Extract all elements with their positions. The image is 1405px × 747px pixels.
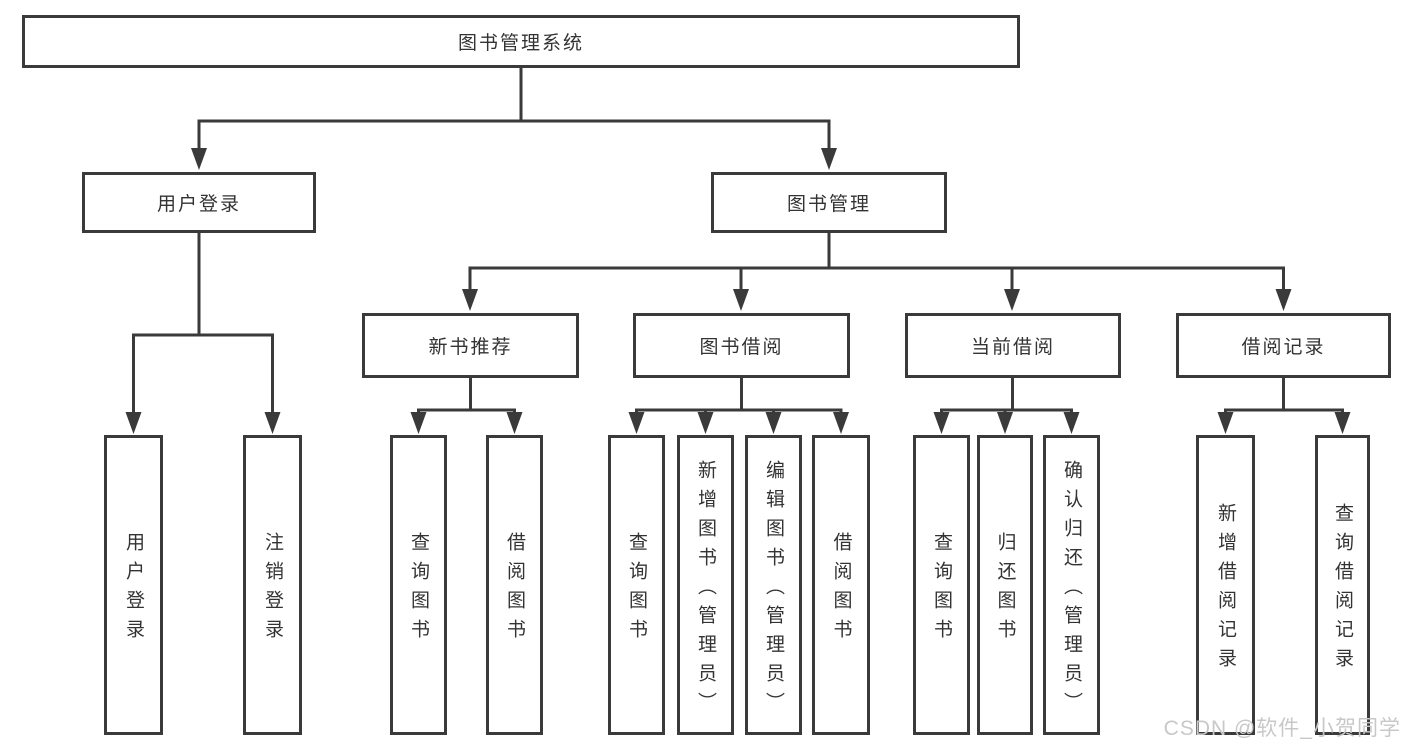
leaf-cb-query-books: 查询图书 bbox=[913, 435, 970, 735]
node-book-management: 图书管理 bbox=[711, 172, 947, 233]
node-current-borrow: 当前借阅 bbox=[905, 313, 1121, 378]
leaf-user-login: 用户登录 bbox=[104, 435, 163, 735]
leaf-bb-query-books-label: 查询图书 bbox=[626, 532, 647, 648]
leaf-nb-borrow-books-label: 借阅图书 bbox=[504, 532, 525, 648]
leaf-bb-borrow-books-label: 借阅图书 bbox=[830, 532, 852, 648]
leaf-cb-confirm-return-admin-label: 确认归还（管理员） bbox=[1061, 459, 1082, 721]
leaf-nb-query-books-label: 查询图书 bbox=[408, 532, 429, 648]
arrowheads bbox=[125, 148, 1351, 434]
node-new-book-recommend: 新书推荐 bbox=[362, 313, 579, 378]
leaf-cb-confirm-return-admin: 确认归还（管理员） bbox=[1043, 435, 1100, 735]
node-book-borrow: 图书借阅 bbox=[633, 313, 850, 378]
leaf-br-add-record: 新增借阅记录 bbox=[1196, 435, 1255, 735]
leaf-logout-label: 注销登录 bbox=[262, 532, 283, 648]
leaf-bb-edit-books-admin: 编辑图书（管理员） bbox=[745, 435, 802, 735]
leaf-br-query-record: 查询借阅记录 bbox=[1315, 435, 1370, 735]
leaf-bb-borrow-books: 借阅图书 bbox=[812, 435, 870, 735]
node-user-login: 用户登录 bbox=[82, 172, 316, 233]
leaf-bb-add-books-admin-label: 新增图书（管理员） bbox=[695, 459, 716, 721]
leaf-bb-edit-books-admin-label: 编辑图书（管理员） bbox=[763, 459, 784, 721]
leaf-nb-query-books: 查询图书 bbox=[390, 435, 447, 735]
leaf-br-query-record-label: 查询借阅记录 bbox=[1332, 503, 1353, 677]
leaf-bb-add-books-admin: 新增图书（管理员） bbox=[677, 435, 734, 735]
node-root-system: 图书管理系统 bbox=[22, 15, 1020, 68]
leaf-user-login-label: 用户登录 bbox=[123, 532, 144, 648]
leaf-bb-query-books: 查询图书 bbox=[608, 435, 665, 735]
leaf-br-add-record-label: 新增借阅记录 bbox=[1215, 503, 1236, 677]
leaf-logout: 注销登录 bbox=[243, 435, 302, 735]
leaf-nb-borrow-books: 借阅图书 bbox=[486, 435, 543, 735]
leaf-cb-return-books-label: 归还图书 bbox=[994, 532, 1016, 648]
leaf-cb-return-books: 归还图书 bbox=[977, 435, 1033, 735]
node-borrow-records: 借阅记录 bbox=[1176, 313, 1391, 378]
leaf-cb-query-books-label: 查询图书 bbox=[931, 532, 952, 648]
csdn-watermark: CSDN @软件_小贺同学 bbox=[1163, 717, 1401, 740]
